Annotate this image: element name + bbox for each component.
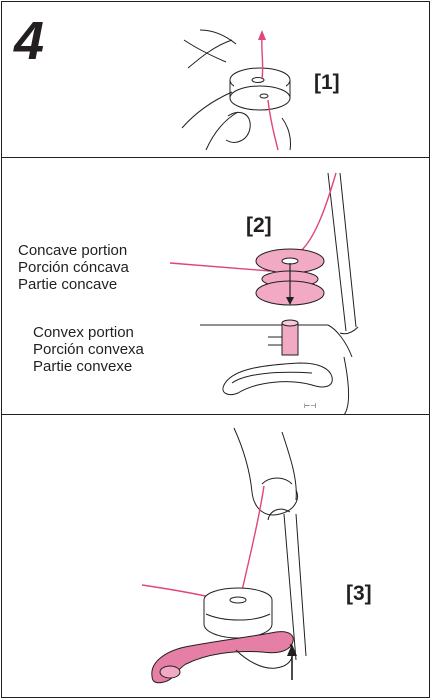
svg-text:⊢⊣: ⊢⊣ (304, 403, 316, 410)
concave-portion-labels: Concave portion Porción cóncava Partie c… (18, 242, 129, 293)
concave-label-es: Porción cóncava (18, 259, 129, 276)
convex-label-fr: Partie convexe (33, 358, 144, 375)
concave-label-en: Concave portion (18, 242, 129, 259)
convex-label-es: Porción convexa (33, 341, 144, 358)
finger-press-illustration (0, 414, 433, 699)
concave-label-fr: Partie concave (18, 276, 129, 293)
bobbin-hand-illustration (0, 0, 433, 157)
convex-portion-labels: Convex portion Porción convexa Partie co… (33, 324, 144, 375)
convex-label-en: Convex portion (33, 324, 144, 341)
panel-1-tag: [1] (314, 72, 340, 93)
